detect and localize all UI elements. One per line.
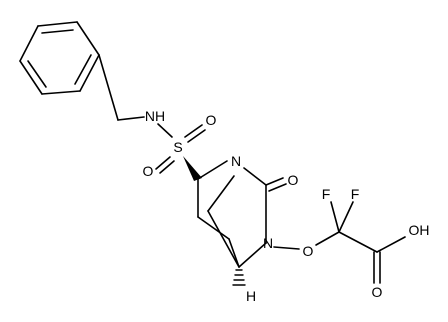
atom-h-stereo: H — [246, 288, 256, 304]
atom-n-bridge-mid: N — [263, 235, 273, 251]
bond — [376, 236, 406, 253]
bond — [74, 54, 92, 85]
atom-o-acid: O — [372, 284, 383, 300]
atom-o-sulfonyl-top: O — [206, 112, 217, 128]
bond — [117, 116, 145, 121]
bond — [79, 54, 100, 92]
atom-f-left: F — [322, 186, 331, 202]
bond — [41, 29, 74, 34]
bond — [76, 21, 100, 56]
bond — [265, 177, 284, 186]
wedge-bond — [183, 156, 202, 181]
atom-s: S — [173, 139, 182, 155]
bond — [19, 60, 43, 95]
bond — [273, 246, 300, 250]
benzene-ring — [19, 21, 100, 95]
bond — [98, 54, 119, 121]
bond — [155, 156, 171, 170]
atom-o-sulfonyl-bottom: O — [143, 163, 154, 179]
atom-o-ether: O — [303, 243, 314, 259]
bond — [197, 216, 230, 240]
bond — [184, 124, 203, 138]
hash-bond — [232, 269, 246, 286]
bond — [207, 175, 235, 212]
bond — [207, 210, 240, 268]
bond — [187, 129, 206, 143]
bond — [330, 201, 340, 233]
bond — [238, 242, 267, 268]
atom-f-right: F — [351, 186, 360, 202]
atom-nh: NH — [145, 108, 165, 124]
atom-n-bridge-top: N — [231, 153, 241, 169]
bond — [19, 25, 39, 62]
bond — [268, 183, 287, 192]
atom-oh: OH — [409, 222, 430, 238]
bond — [157, 123, 173, 138]
bond — [228, 238, 240, 268]
bond — [338, 201, 354, 233]
bond — [315, 231, 340, 246]
bond — [243, 167, 267, 186]
bond — [41, 90, 81, 95]
bond — [197, 160, 228, 180]
bond — [159, 160, 175, 174]
bond — [37, 21, 78, 27]
bond — [27, 60, 47, 88]
atom-o-carbonyl: O — [288, 172, 299, 188]
bond — [338, 231, 378, 253]
